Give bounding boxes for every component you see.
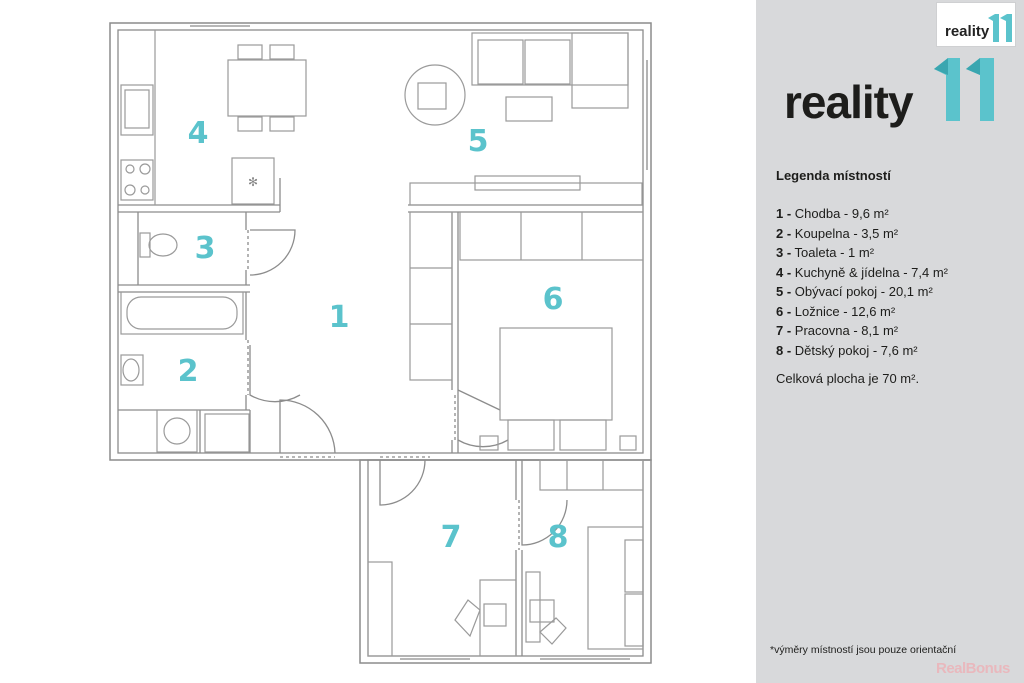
logo-brand-text: reality xyxy=(784,76,914,128)
brand-badge: reality xyxy=(936,2,1016,47)
legend-item: 1 - Chodba - 9,6 m² xyxy=(776,204,948,224)
watermark: RealBonus xyxy=(936,660,1010,677)
room-number-7: 7 xyxy=(441,520,462,555)
svg-text:✻: ✻ xyxy=(248,175,258,189)
room-number-5: 5 xyxy=(468,124,489,159)
legend-item: 3 - Toaleta - 1 m² xyxy=(776,243,948,263)
legend-item-number: 8 - xyxy=(776,342,792,358)
legend-item-text: Kuchyně & jídelna - 7,4 m² xyxy=(791,264,948,280)
legend-item-text: Chodba - 9,6 m² xyxy=(791,206,889,221)
floor-plan: ✻ xyxy=(109,22,652,664)
legend-item-text: Ložnice - 12,6 m² xyxy=(791,303,896,319)
legend-item-number: 4 - xyxy=(776,264,792,280)
room-number-4: 4 xyxy=(188,116,209,151)
total-area: Celková plocha je 70 m². xyxy=(776,371,920,386)
outer-wall-upper xyxy=(109,22,652,461)
room-number-2: 2 xyxy=(178,354,199,389)
badge-brand-text: reality xyxy=(945,23,990,40)
legend-item: 2 - Koupelna - 3,5 m² xyxy=(776,224,948,244)
room-number-3: 3 xyxy=(195,231,216,266)
legend-item: 7 - Pracovna - 8,1 m² xyxy=(776,321,948,341)
room-number-6: 6 xyxy=(543,282,564,317)
area-disclaimer: *výměry místností jsou pouze orientační xyxy=(770,644,957,656)
legend-item-number: 1 - xyxy=(776,206,792,221)
legend-item-text: Koupelna - 3,5 m² xyxy=(791,225,899,241)
legend-title: Legenda místností xyxy=(776,168,891,183)
legend-item: 5 - Obývací pokoj - 20,1 m² xyxy=(776,282,948,302)
legend-panel: reality reality Legenda místností 1 - Ch… xyxy=(756,0,1024,683)
legend-item-text: Toaleta - 1 m² xyxy=(791,245,875,260)
legend-item-text: Obývací pokoj - 20,1 m² xyxy=(791,284,933,299)
legend-item-number: 7 - xyxy=(776,323,792,338)
legend-item: 4 - Kuchyně & jídelna - 7,4 m² xyxy=(776,263,948,283)
legend-item-number: 6 - xyxy=(776,303,792,319)
legend-item: 6 - Ložnice - 12,6 m² xyxy=(776,302,948,322)
legend-item-number: 2 - xyxy=(776,225,792,241)
legend-item-text: Dětský pokoj - 7,6 m² xyxy=(791,342,918,358)
reality-11-logo-icon xyxy=(934,58,994,121)
legend-item: 8 - Dětský pokoj - 7,6 m² xyxy=(776,341,948,361)
legend-list: 1 - Chodba - 9,6 m² 2 - Koupelna - 3,5 m… xyxy=(776,204,948,360)
room-number-1: 1 xyxy=(329,300,350,335)
reality-11-logo-mark-icon xyxy=(988,14,1012,42)
legend-item-number: 5 - xyxy=(776,284,792,299)
room-number-8: 8 xyxy=(548,520,569,555)
legend-item-text: Pracovna - 8,1 m² xyxy=(791,323,899,338)
legend-item-number: 3 - xyxy=(776,245,792,260)
reality-logo: reality xyxy=(784,55,1014,135)
